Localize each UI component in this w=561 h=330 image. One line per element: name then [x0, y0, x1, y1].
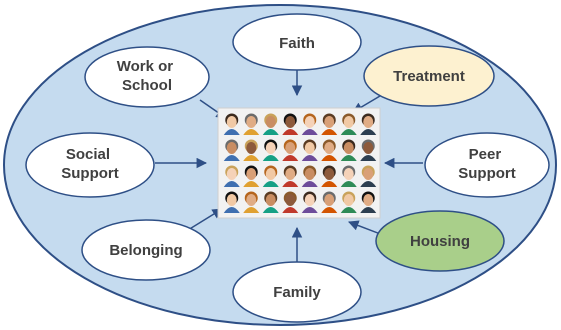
node-faith-shape	[232, 13, 362, 71]
node-social-support-shape	[25, 132, 155, 198]
node-faith: Faith	[232, 13, 362, 71]
person-face-icon	[282, 191, 299, 213]
center-image-frame	[217, 107, 381, 219]
node-belonging-label-line-1: Belonging	[109, 242, 182, 259]
node-peer-support: Peer Support	[424, 132, 550, 198]
person-face-icon	[360, 139, 377, 161]
node-treatment-label-line-1: Treatment	[393, 68, 465, 85]
arrows	[155, 68, 423, 262]
person-face-icon	[282, 139, 299, 161]
node-family-label-line-1: Family	[273, 284, 321, 301]
node-peer-support-label-line-1: Peer	[469, 146, 502, 163]
person-face-icon	[223, 139, 240, 161]
person-face-icon	[340, 113, 357, 135]
person-face-icon	[223, 165, 240, 187]
center-people-grid	[217, 107, 381, 219]
person-face-icon	[223, 191, 240, 213]
svg-text:Work or School: Work or School	[117, 58, 178, 94]
person-face-icon	[301, 165, 318, 187]
node-work-or-school-label-line-2: School	[122, 77, 172, 94]
node-housing: Housing	[375, 210, 505, 272]
svg-text:Faith: Faith	[279, 35, 315, 52]
person-face-icon	[360, 165, 377, 187]
person-face-icon	[321, 113, 338, 135]
arrow-belonging	[187, 208, 223, 231]
person-face-icon	[340, 165, 357, 187]
person-face-icon	[262, 113, 279, 135]
node-family: Family	[232, 261, 362, 323]
person-face-icon	[301, 139, 318, 161]
node-social-support: Social Support	[25, 132, 155, 198]
node-housing-shape	[375, 210, 505, 272]
person-face-icon	[301, 191, 318, 213]
nodes: Faith Work or School Treatment Social Su…	[25, 13, 550, 323]
person-face-icon	[223, 113, 240, 135]
node-belonging-shape	[81, 219, 211, 281]
node-work-or-school: Work or School	[84, 46, 210, 108]
person-face-icon	[282, 165, 299, 187]
person-face-icon	[340, 191, 357, 213]
person-face-icon	[262, 139, 279, 161]
person-face-icon	[360, 113, 377, 135]
node-faith-label-line-1: Faith	[279, 35, 315, 52]
node-treatment-shape	[363, 45, 495, 107]
node-work-or-school-shape	[84, 46, 210, 108]
node-housing-label-line-1: Housing	[410, 233, 470, 250]
person-face-icon	[321, 139, 338, 161]
node-social-support-label-line-2: Support	[61, 165, 119, 182]
svg-text:Belonging: Belonging	[109, 242, 182, 259]
person-face-icon	[282, 113, 299, 135]
person-face-icon	[301, 113, 318, 135]
person-face-icon	[340, 139, 357, 161]
person-face-icon	[262, 165, 279, 187]
node-work-or-school-label-line-1: Work or	[117, 58, 174, 75]
node-peer-support-label-line-2: Support	[458, 165, 516, 182]
svg-text:Family: Family	[273, 284, 321, 301]
person-face-icon	[243, 139, 260, 161]
node-belonging: Belonging	[81, 219, 211, 281]
svg-text:Peer Support: Peer Support	[458, 146, 516, 182]
svg-text:Treatment: Treatment	[393, 68, 465, 85]
people-faces	[223, 113, 377, 213]
arrow-housing	[348, 220, 384, 236]
svg-text:Housing: Housing	[410, 233, 470, 250]
node-social-support-label-line-1: Social	[66, 146, 110, 163]
node-treatment: Treatment	[363, 45, 495, 107]
person-face-icon	[243, 191, 260, 213]
person-face-icon	[243, 113, 260, 135]
svg-text:Social Support: Social Support	[61, 146, 119, 182]
node-peer-support-shape	[424, 132, 550, 198]
node-family-shape	[232, 261, 362, 323]
person-face-icon	[262, 191, 279, 213]
person-face-icon	[321, 191, 338, 213]
person-face-icon	[243, 165, 260, 187]
person-face-icon	[360, 191, 377, 213]
person-face-icon	[321, 165, 338, 187]
